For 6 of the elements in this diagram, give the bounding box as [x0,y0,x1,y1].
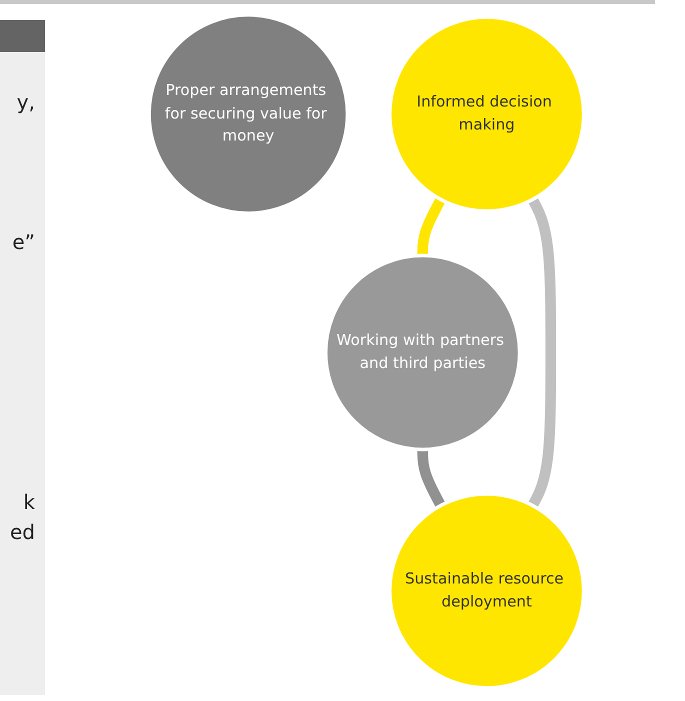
node-circle: Proper arrangements for securing value for money [150,16,346,212]
note-text: k [23,490,35,514]
note-text: e” [12,230,35,254]
note-text: y, [16,90,35,114]
note-text: ed [10,520,35,544]
connector [528,196,556,508]
